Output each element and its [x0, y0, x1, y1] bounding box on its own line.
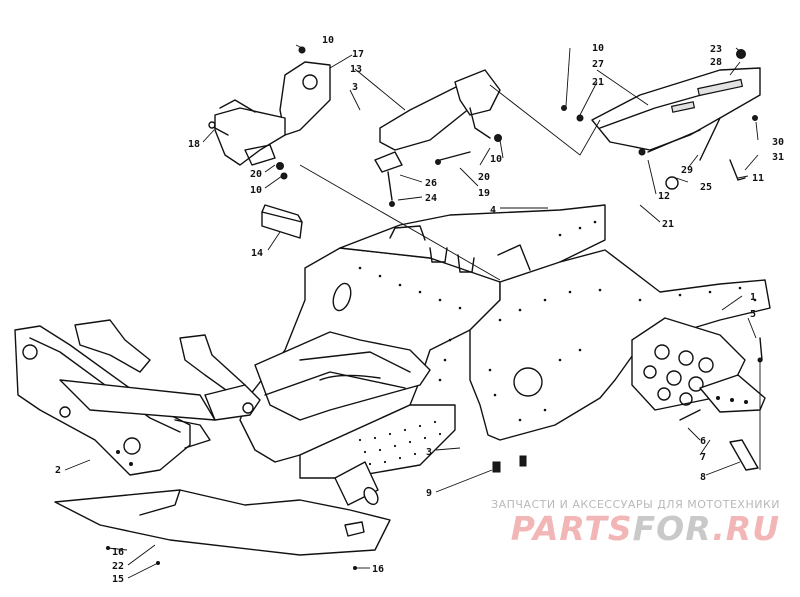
label-8: 8 — [700, 472, 706, 483]
rear-plate-assembly — [631, 317, 766, 471]
watermark-logo-part2: FOR — [632, 509, 713, 548]
label-3: 3 — [352, 82, 358, 93]
label-11: 11 — [752, 173, 764, 184]
label-19: 19 — [478, 188, 490, 199]
site-watermark: ЗАПЧАСТИ И АКСЕССУАРЫ ДЛЯ МОТОТЕХНИКИ PA… — [460, 498, 780, 547]
watermark-logo-part3: .RU — [712, 509, 780, 548]
label-26: 26 — [425, 178, 437, 189]
frame-rivets — [358, 220, 757, 466]
label-16: 16 — [112, 547, 124, 558]
label-6: 6 — [700, 436, 706, 447]
label-10: 10 — [250, 185, 262, 196]
label-9: 9 — [426, 488, 432, 499]
label-21: 21 — [662, 219, 674, 230]
label-27: 27 — [592, 59, 604, 70]
skid-plate — [54, 489, 391, 570]
steering-post-mount — [374, 69, 502, 207]
label-10: 10 — [490, 154, 502, 165]
watermark-logo: PARTSFOR.RU — [460, 511, 780, 547]
label-21: 21 — [592, 77, 604, 88]
label-20: 20 — [478, 172, 490, 183]
mount-bracket-14 — [261, 204, 303, 239]
watermark-logo-part1: PARTS — [510, 509, 633, 548]
label-23: 23 — [710, 44, 722, 55]
label-18: 18 — [188, 139, 200, 150]
label-20: 20 — [250, 169, 262, 180]
label-30: 30 — [772, 137, 784, 148]
label-28: 28 — [710, 57, 722, 68]
label-7: 7 — [700, 452, 706, 463]
label-16: 16 — [372, 564, 384, 575]
label-15: 15 — [112, 574, 124, 585]
label-5: 5 — [750, 309, 756, 320]
label-24: 24 — [425, 193, 437, 204]
footrest-assembly — [561, 49, 761, 190]
leader-lines — [64, 44, 761, 579]
label-17: 17 — [352, 49, 364, 60]
label-10: 10 — [322, 35, 334, 46]
label-10: 10 — [592, 43, 604, 54]
label-4: 4 — [490, 205, 496, 216]
watermark-subtitle: ЗАПЧАСТИ И АКСЕССУАРЫ ДЛЯ МОТОТЕХНИКИ — [491, 498, 780, 511]
label-31: 31 — [772, 152, 784, 163]
label-1: 1 — [750, 292, 756, 303]
label-3: 3 — [426, 447, 432, 458]
part-labels: 10 17 13 3 18 20 10 26 24 19 20 10 14 4 … — [55, 35, 784, 585]
label-12: 12 — [658, 191, 670, 202]
chassis-frame — [239, 204, 771, 506]
label-14: 14 — [251, 248, 263, 259]
label-2: 2 — [55, 465, 61, 476]
front-bumper — [14, 319, 261, 476]
label-22: 22 — [112, 561, 124, 572]
label-29: 29 — [681, 165, 693, 176]
steering-bracket — [208, 46, 331, 180]
label-13: 13 — [350, 64, 362, 75]
label-25: 25 — [700, 182, 712, 193]
